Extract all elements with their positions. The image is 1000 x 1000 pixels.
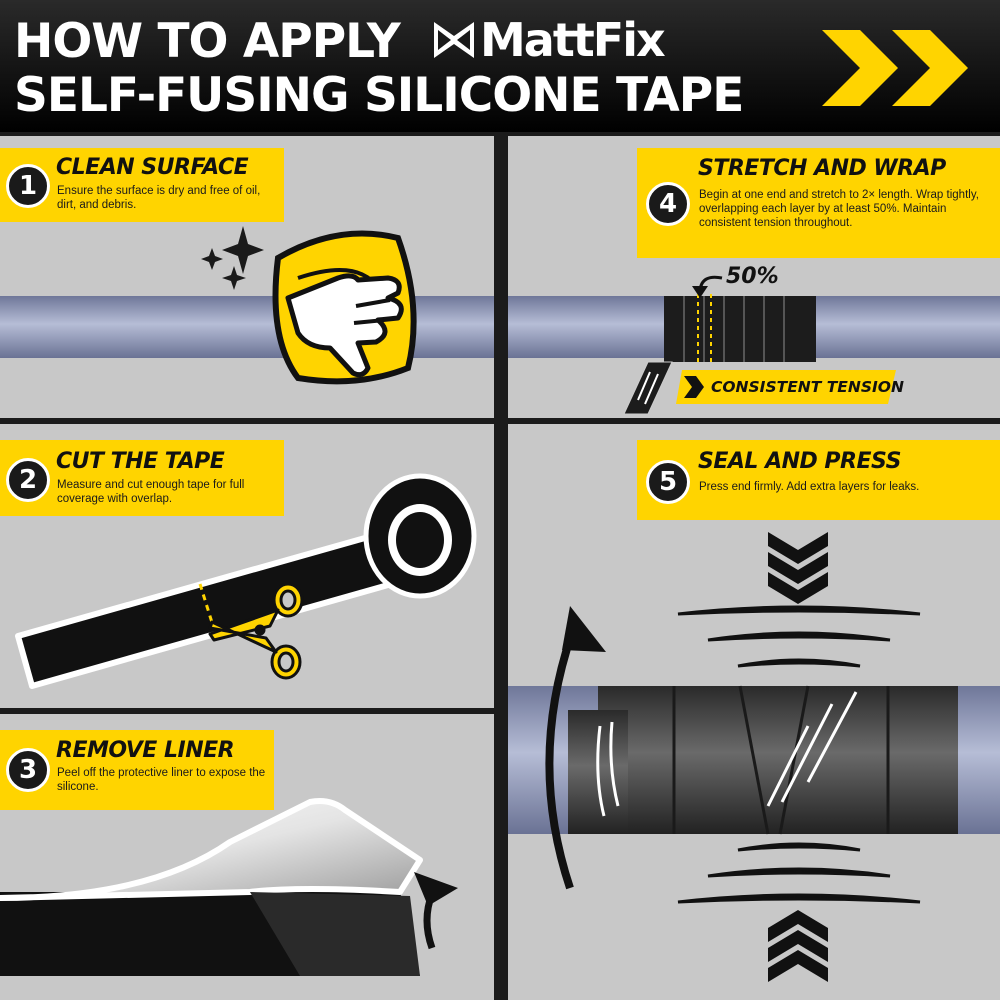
step-1-title: CLEAN SURFACE <box>56 155 249 180</box>
rotate-arrow-icon <box>545 606 606 890</box>
divider <box>0 708 494 714</box>
header-banner: HOW TO APPLY MattFix SELF-FUSING SILICON… <box>0 0 1000 132</box>
step-4-number: 4 <box>646 182 690 226</box>
step-3-number: 3 <box>6 748 50 792</box>
brand-name: MattFix <box>480 13 666 67</box>
step-3-description: Peel off the protective liner to expose … <box>57 767 266 793</box>
tape-roll-icon <box>363 473 477 599</box>
brand-logo-icon <box>434 22 474 58</box>
press-lines <box>677 605 921 668</box>
brand: MattFix <box>434 13 666 67</box>
step-5-description: Press end firmly. Add extra layers for l… <box>699 481 920 493</box>
step-2-title: CUT THE TAPE <box>56 449 225 474</box>
scissors-icon <box>208 582 304 680</box>
step-5-card <box>637 440 1000 520</box>
step-1-description: Ensure the surface is dry and free of oi… <box>57 185 261 211</box>
divider <box>0 418 1000 424</box>
press-lines <box>677 842 921 904</box>
step-2-number: 2 <box>6 458 50 502</box>
step-5-title: SEAL AND PRESS <box>698 449 901 474</box>
step-1-number: 1 <box>6 164 50 208</box>
pipe-large <box>508 685 1000 835</box>
step-3-title: REMOVE LINER <box>56 738 235 763</box>
wrapped-tape <box>623 275 816 415</box>
step-2-description: Measure and cut enough tape for full cov… <box>57 479 245 505</box>
sparkle-icon <box>201 226 264 290</box>
step-4-description: Begin at one end and stretch to 2× lengt… <box>699 189 979 229</box>
tension-banner <box>676 370 896 404</box>
chevron-arrows-icon <box>822 30 968 106</box>
divider <box>494 132 508 1000</box>
step-4-card <box>637 148 1000 258</box>
title-line-2: SELF-FUSING SILICONE TAPE <box>14 68 744 123</box>
overlap-label: 50% <box>726 264 779 289</box>
peel-arrow-icon <box>414 872 458 950</box>
tension-label: CONSISTENT TENSION <box>711 378 904 396</box>
cleaning-cloth-hand-icon <box>272 230 417 385</box>
press-chevrons-icon <box>768 910 828 982</box>
step-4-title: STRETCH AND WRAP <box>698 156 946 181</box>
title-line-1: HOW TO APPLY <box>14 14 401 69</box>
step-5-number: 5 <box>646 460 690 504</box>
press-chevrons-icon <box>768 532 828 604</box>
liner-tape <box>0 798 423 976</box>
